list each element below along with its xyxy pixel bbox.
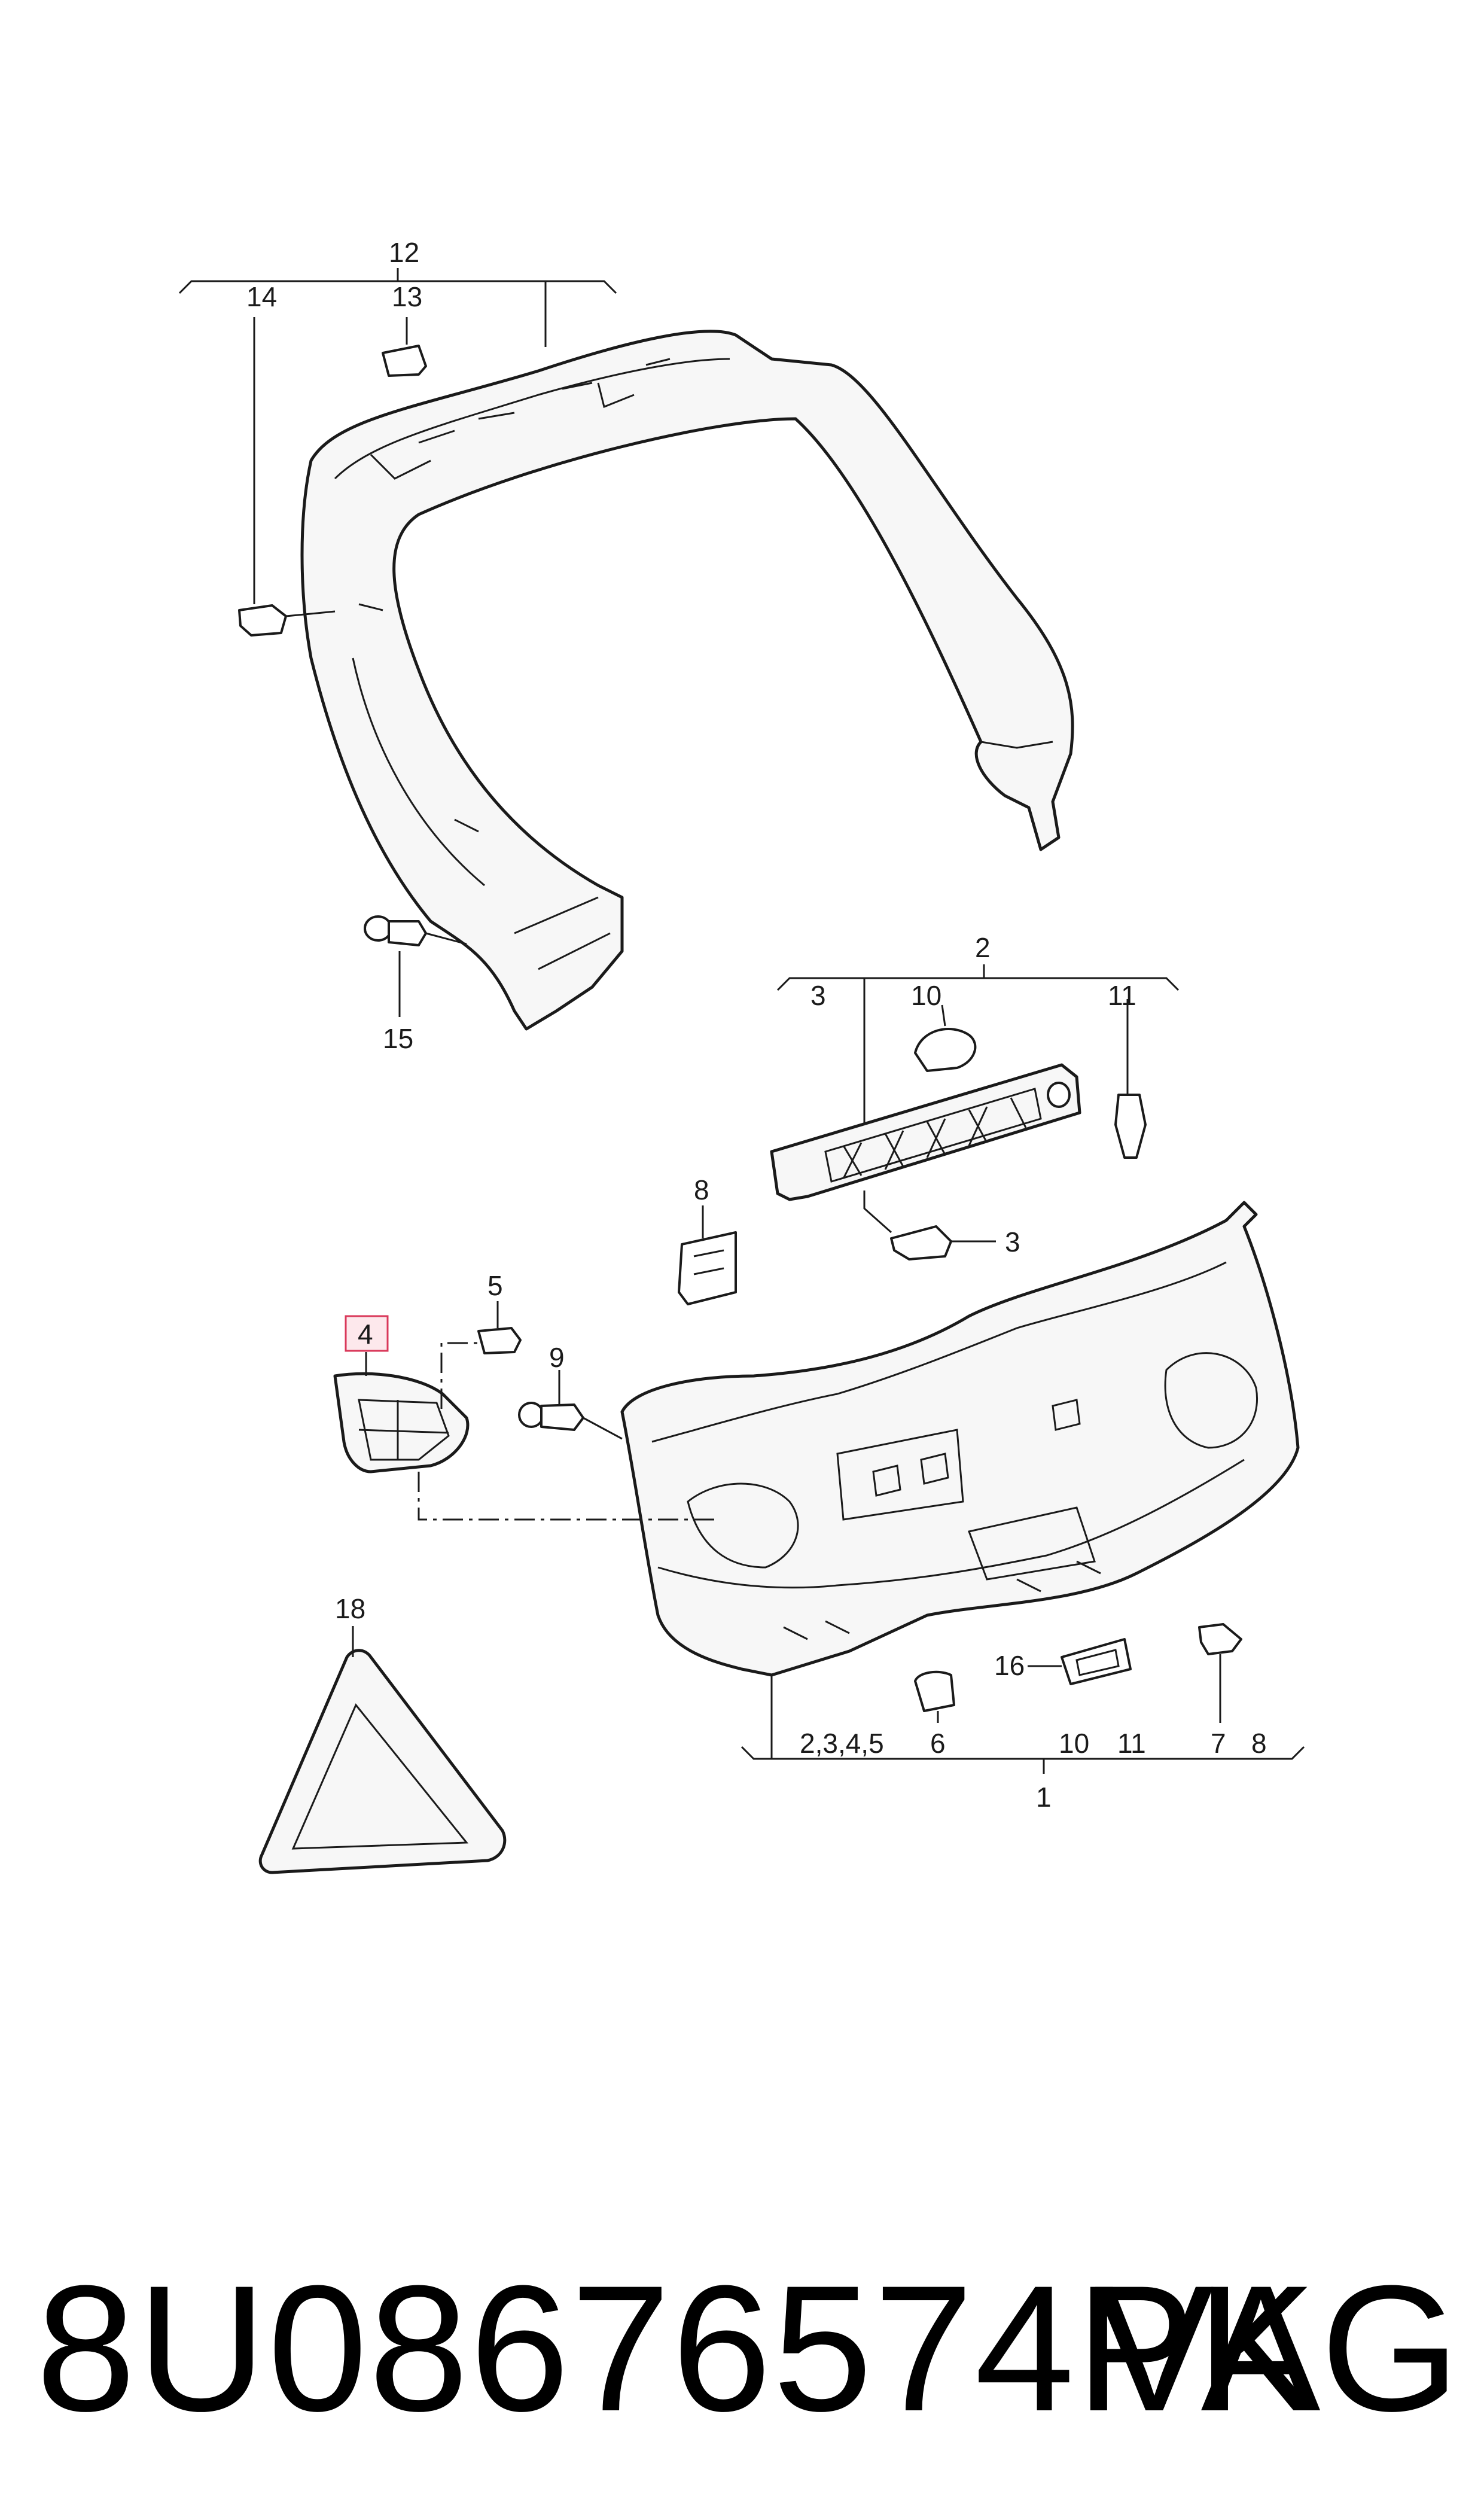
callout-16: 16: [994, 1650, 1025, 1681]
handle-strip[interactable]: [770, 1063, 1081, 1201]
callout-11-bottom: 11: [1117, 1728, 1146, 1759]
part-10-cap[interactable]: [914, 1028, 977, 1072]
part-3-nut[interactable]: [890, 1225, 952, 1260]
part-13-clip[interactable]: [382, 345, 427, 377]
part-8-bracket[interactable]: [678, 1231, 737, 1305]
callout-13: 13: [392, 281, 422, 312]
part-15-bolt[interactable]: [364, 915, 427, 946]
part-14-clip[interactable]: [238, 604, 287, 637]
tailgate-panel[interactable]: [620, 1201, 1300, 1677]
callout-3-nut: 3: [1005, 1226, 1020, 1258]
part-9-bolt[interactable]: [518, 1402, 584, 1431]
callout-18: 18: [335, 1593, 365, 1624]
callout-7: 7: [1211, 1728, 1226, 1759]
part-16-switch[interactable]: [1061, 1638, 1132, 1685]
callout-3-top: 3: [810, 980, 826, 1011]
callout-2-3-4-5: 2,3,4,5: [800, 1728, 884, 1759]
part-18-warning-triangle[interactable]: [258, 1649, 507, 1874]
callout-8-bottom: 8: [1251, 1728, 1267, 1759]
callout-12: 12: [389, 237, 419, 268]
part-7-clip[interactable]: [1198, 1623, 1242, 1655]
callout-6: 6: [930, 1728, 946, 1759]
upper-frame-trim[interactable]: [300, 330, 1074, 1031]
callout-11-top: 11: [1108, 980, 1136, 1011]
callout-4-highlight-box: [345, 1315, 389, 1352]
part-number: 8U08676574PK: [36, 2248, 1318, 2449]
brand-label: VAG: [1094, 2248, 1460, 2449]
part-6-cap[interactable]: [914, 1670, 955, 1712]
callout-4: 4: [358, 1319, 373, 1350]
callout-1: 1: [1036, 1782, 1052, 1813]
callout-14: 14: [246, 281, 277, 312]
footer: 8U08676574PK VAG: [0, 2249, 1484, 2447]
part-5-clip[interactable]: [477, 1327, 522, 1354]
callout-8-top: 8: [694, 1174, 709, 1205]
callout-2: 2: [975, 932, 991, 963]
part-11-clip[interactable]: [1114, 1094, 1147, 1159]
callout-15: 15: [383, 1023, 413, 1054]
callout-10-bottom: 10: [1059, 1728, 1089, 1759]
part-4-cover[interactable]: [333, 1372, 470, 1473]
callout-5: 5: [487, 1270, 503, 1301]
callout-10-top: 10: [911, 980, 941, 1011]
callout-9: 9: [549, 1342, 565, 1373]
